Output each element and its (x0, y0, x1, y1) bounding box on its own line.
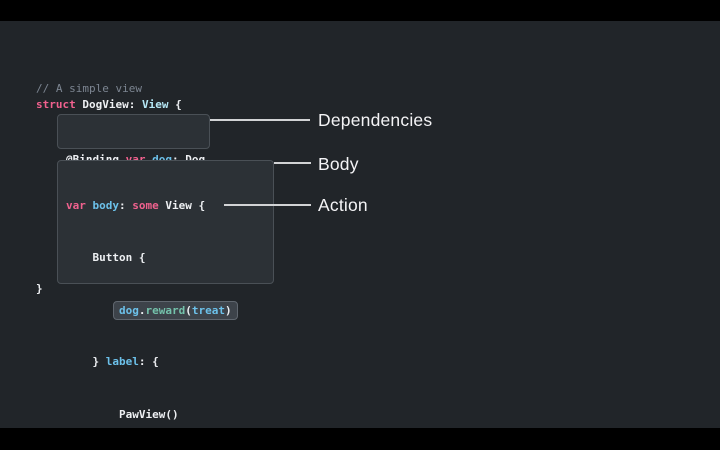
code-line-action: dog.reward(treat) (66, 301, 238, 321)
letterbox-bottom (0, 428, 720, 450)
connector-body-line (274, 162, 311, 164)
connector-dependencies-line (210, 119, 310, 121)
code-comment-line: // A simple view (36, 82, 142, 95)
connector-action-line (224, 204, 311, 206)
code-line-label-open: } label: { (66, 355, 159, 369)
code-line-var-body: var body: some View { (66, 198, 206, 212)
letterbox-top (0, 0, 720, 21)
code-closing-brace-line: } (36, 282, 43, 295)
body-code-lines: var body: some View { Button { dog.rewar… (66, 162, 238, 450)
label-dependencies: Dependencies (318, 110, 433, 130)
label-action: Action (318, 195, 368, 215)
code-line-button-open: Button { (66, 251, 146, 265)
label-body: Body (318, 154, 359, 174)
body-code-box: var body: some View { Button { dog.rewar… (57, 160, 274, 421)
action-highlight-box: dog.reward(treat) (112, 301, 238, 321)
code-line-pawview: PawView() (66, 407, 179, 421)
dependencies-code-box: @Binding var dog: Dog var treat: Treat (57, 114, 210, 218)
slide-background: // A simple view struct DogView: View { … (0, 21, 720, 428)
code-struct-declaration-line: struct DogView: View { (36, 98, 182, 111)
